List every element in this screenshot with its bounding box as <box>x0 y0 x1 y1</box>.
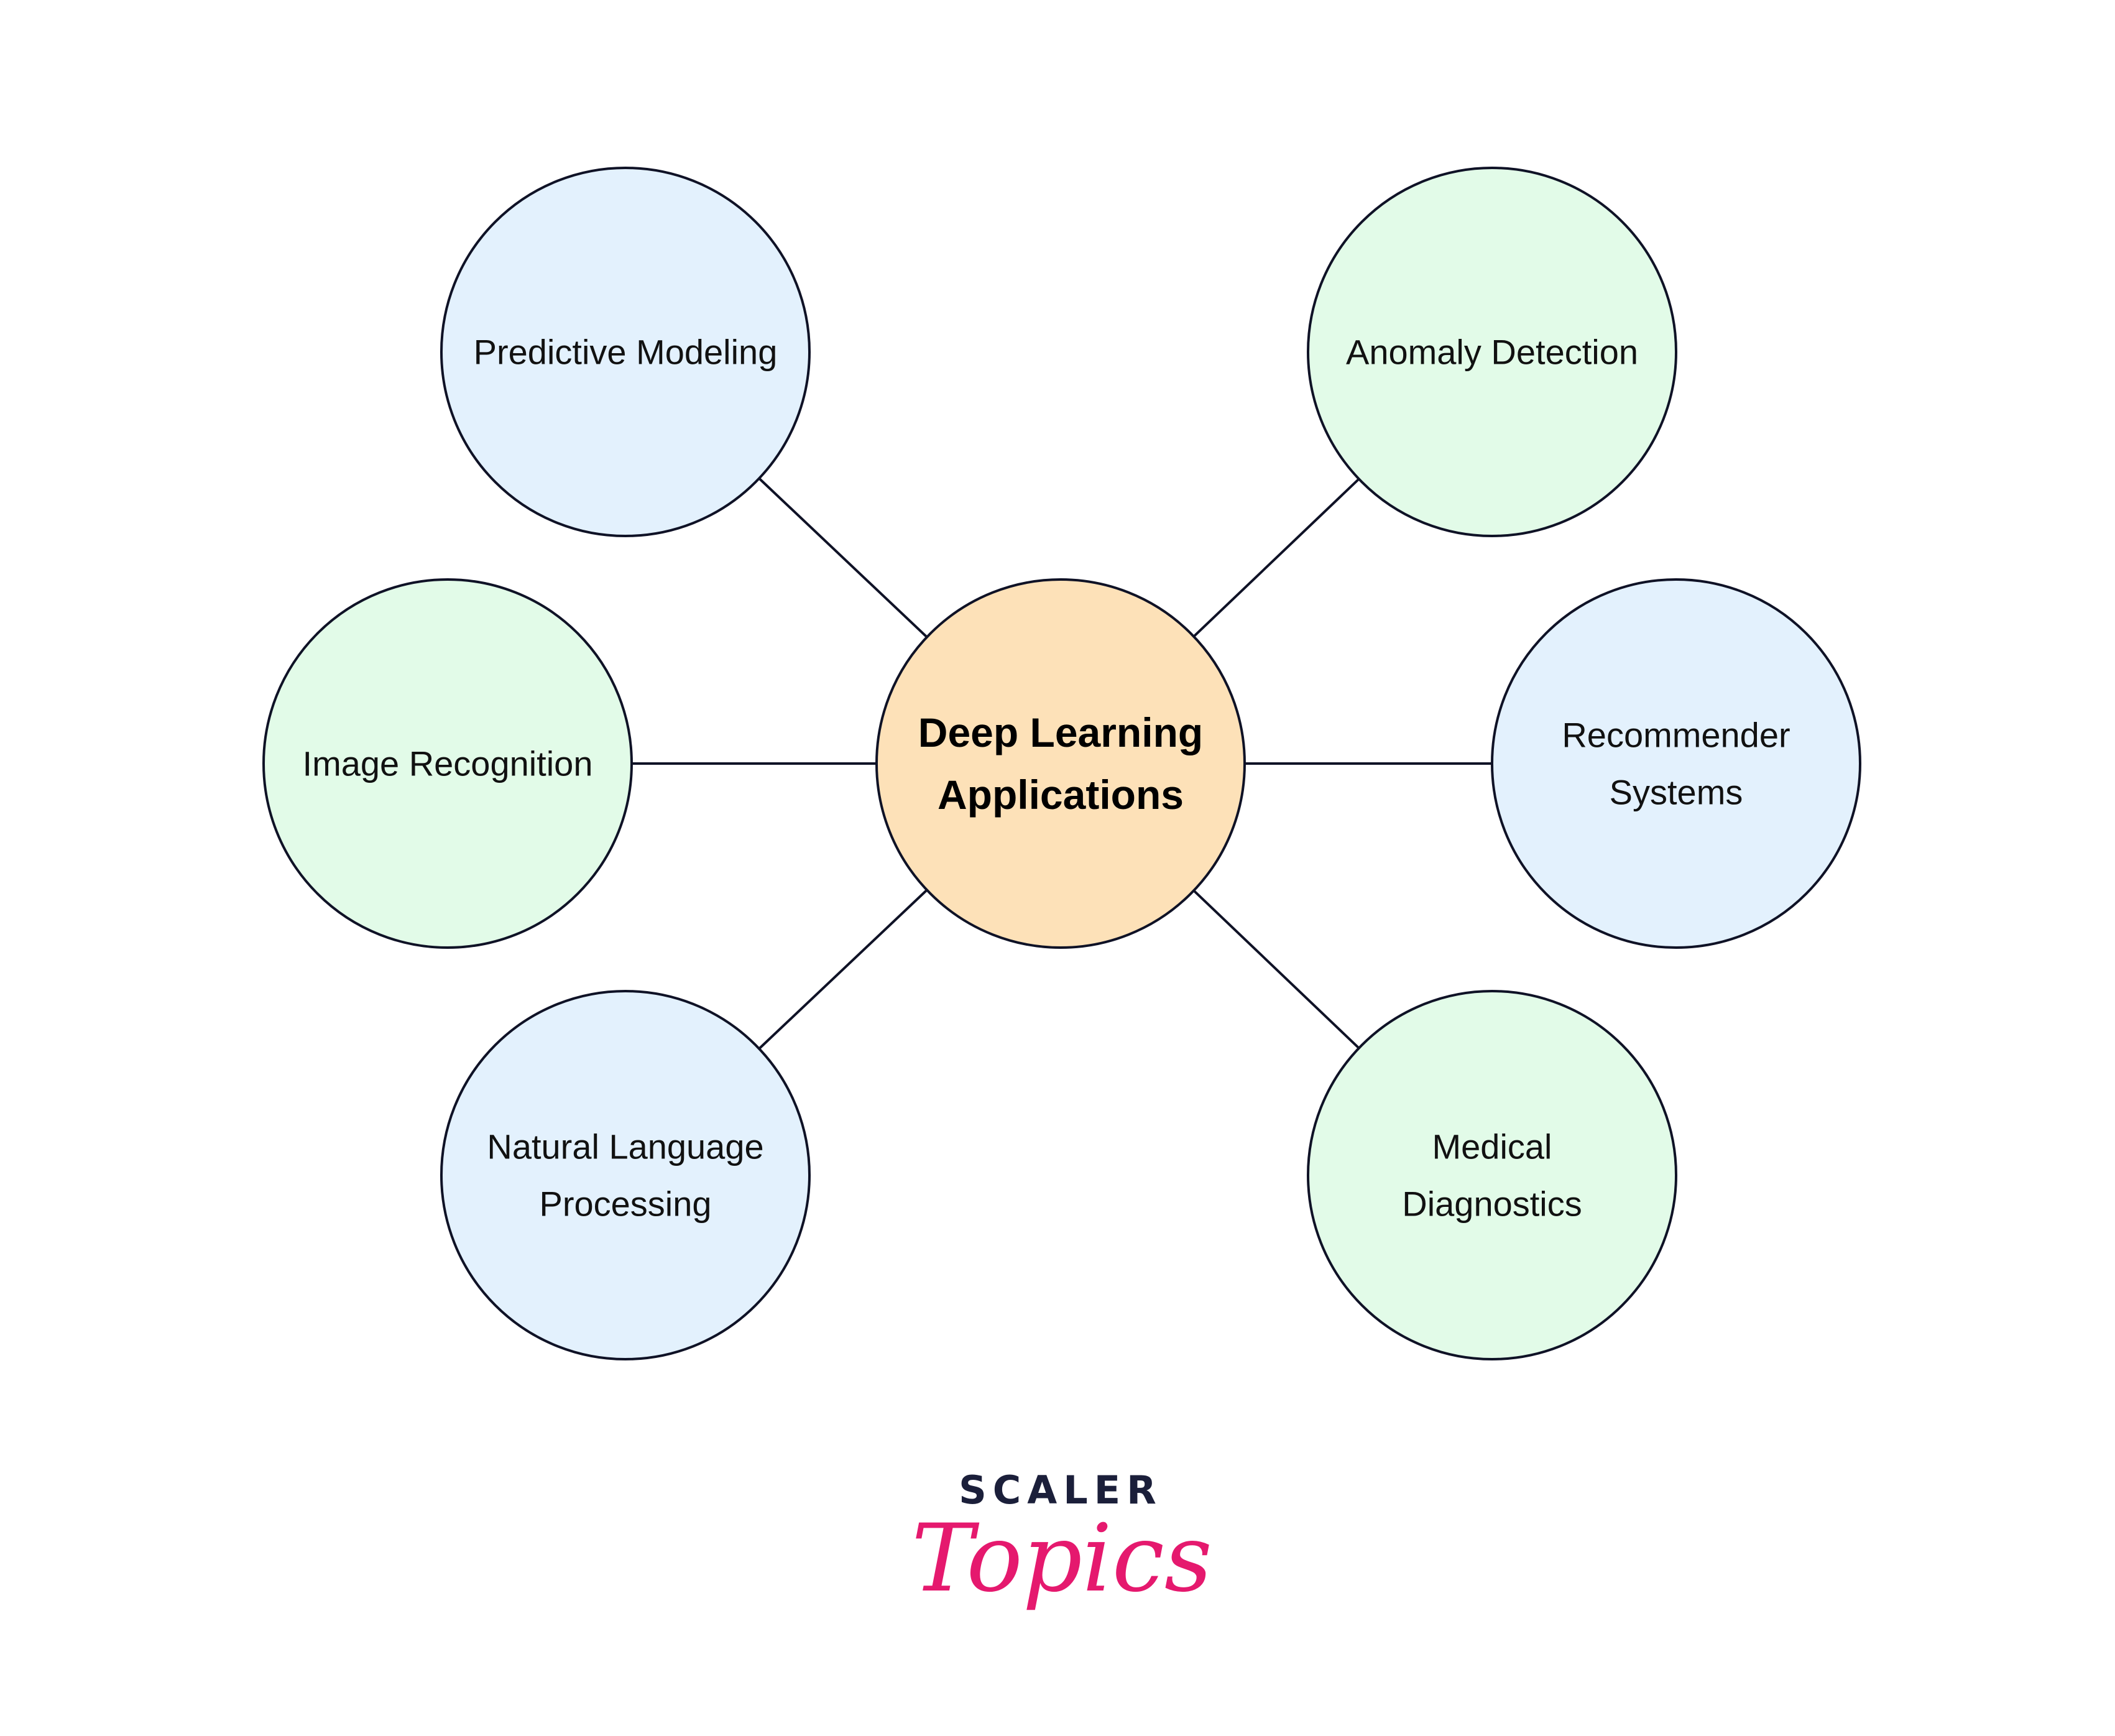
connector-predictive-modeling <box>758 477 928 639</box>
node-natural-language-processing-circle <box>440 990 811 1360</box>
node-recommender-systems-label-line-2: Systems <box>1610 773 1743 812</box>
node-image-recognition-circle <box>262 578 633 949</box>
connector-anomaly-detection <box>1192 478 1360 638</box>
node-anomaly-detection-label-line-1: Anomaly Detection <box>1346 333 1638 372</box>
node-natural-language-processing-label-line-2: Processing <box>539 1184 711 1224</box>
node-recommender-systems-label-line-1: Recommender <box>1562 716 1790 755</box>
node-medical-diagnostics-label-line-1: Medical <box>1432 1127 1552 1166</box>
center-node-label-line-1: Deep Learning <box>918 709 1203 755</box>
brand-name: SCALER <box>959 1467 1163 1513</box>
node-recommender-systems-circle <box>1491 578 1861 949</box>
node-predictive-modeling: Predictive Modeling <box>440 167 811 537</box>
node-medical-diagnostics-label-line-2: Diagnostics <box>1402 1184 1582 1224</box>
brand-script: Topics <box>911 1505 1212 1613</box>
connector-lines <box>632 477 1492 1050</box>
node-anomaly-detection: Anomaly Detection <box>1307 167 1677 537</box>
connector-medical-diagnostics <box>1192 889 1360 1050</box>
node-medical-diagnostics-circle <box>1307 990 1677 1360</box>
node-natural-language-processing-label-line-1: Natural Language <box>487 1127 763 1166</box>
node-image-recognition: Image Recognition <box>262 578 633 949</box>
center-node-label-line-2: Applications <box>938 772 1184 818</box>
center-node-circle <box>875 578 1246 949</box>
node-anomaly-detection-circle <box>1307 167 1677 537</box>
node-predictive-modeling-circle <box>440 167 811 537</box>
node-image-recognition-label-line-1: Image Recognition <box>303 744 593 783</box>
node-predictive-modeling-label-line-1: Predictive Modeling <box>474 333 778 372</box>
scaler-topics-logo: SCALER Topics <box>911 1467 1212 1613</box>
connector-natural-language-processing <box>758 889 928 1050</box>
